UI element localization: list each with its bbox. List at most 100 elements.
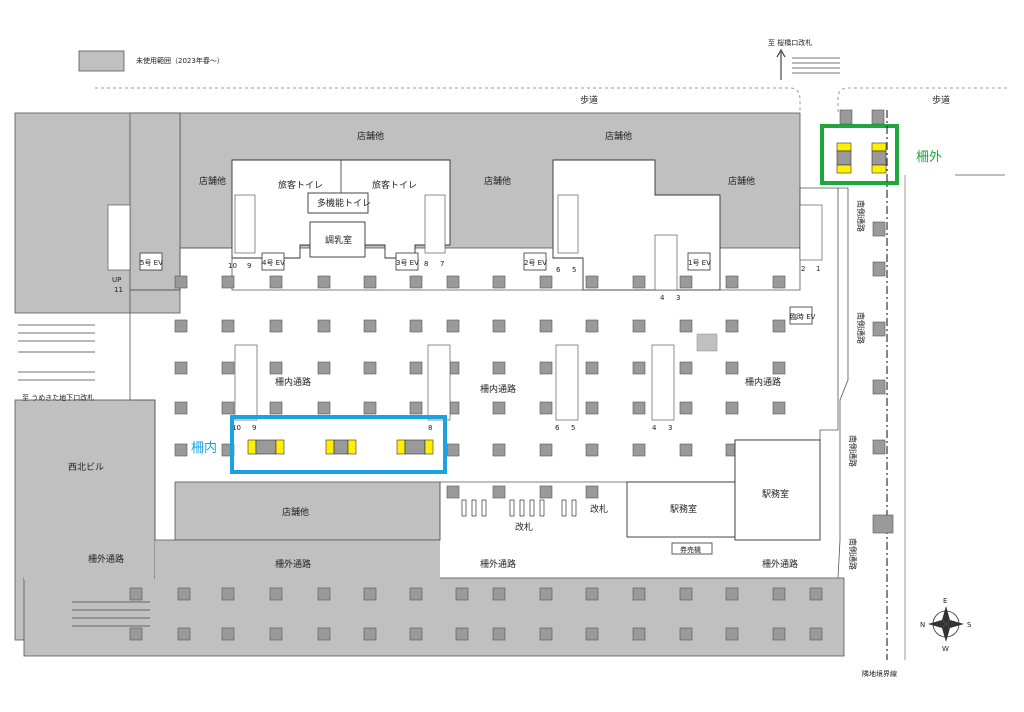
ev-label-3: 3号 EV	[396, 259, 419, 267]
outer-passage-label-4: 柵外通路	[762, 558, 798, 570]
pillar	[585, 319, 599, 333]
pillar	[725, 401, 739, 415]
pillar	[446, 485, 460, 499]
pillar	[221, 587, 235, 601]
stair-top-west	[107, 194, 823, 291]
shops-label-5: 店舗他	[728, 175, 755, 187]
arrow-up-icon	[776, 48, 786, 80]
pillar	[679, 587, 693, 601]
pillar	[539, 401, 553, 415]
pillar	[585, 627, 599, 641]
stairs-southwest	[72, 601, 150, 627]
pillar	[221, 319, 235, 333]
pillar	[409, 627, 423, 641]
inner-stair-num-3: 3	[668, 424, 672, 432]
stair-num-2: 2	[801, 265, 805, 273]
pillar	[221, 275, 235, 289]
pillar	[409, 275, 423, 289]
sidewalk-right-label: 歩道	[932, 94, 950, 106]
pillar	[679, 319, 693, 333]
pillar	[174, 319, 188, 333]
pillar	[363, 275, 377, 289]
pillar	[772, 627, 786, 641]
pillar	[585, 443, 599, 457]
shops-label-3: 店舗他	[199, 175, 226, 187]
pillar	[585, 275, 599, 289]
stair-num-5: 5	[572, 266, 576, 274]
pillar	[409, 319, 423, 333]
station-office-1-box	[626, 481, 736, 538]
pillar	[317, 361, 331, 375]
pillar	[632, 587, 646, 601]
compass-n: N	[920, 621, 925, 629]
ticket-machine-box	[671, 542, 713, 555]
stair-num-4: 4	[660, 294, 665, 302]
stair-up: UP	[112, 276, 121, 284]
compass-s: S	[967, 621, 972, 629]
pillar	[363, 319, 377, 333]
pillar	[455, 587, 469, 601]
pillar	[679, 401, 693, 415]
south-passage-label-1: 南側通路	[856, 200, 866, 232]
pillar	[539, 319, 553, 333]
pillar	[539, 275, 553, 289]
pillar	[177, 587, 191, 601]
south-passage-wall	[837, 187, 849, 579]
crosswalk-top	[792, 57, 840, 74]
pillar	[363, 587, 377, 601]
pillar	[129, 587, 143, 601]
pillar	[174, 275, 188, 289]
pillar	[446, 319, 460, 333]
pillar	[269, 275, 283, 289]
pillar	[446, 275, 460, 289]
pillar	[679, 361, 693, 375]
unused-area-sw-passage	[155, 540, 440, 580]
pillar	[725, 319, 739, 333]
pillar	[269, 587, 283, 601]
pillar	[409, 587, 423, 601]
ev-label-5: 5号 EV	[140, 259, 163, 267]
pillar	[539, 443, 553, 457]
compass-e: E	[943, 597, 947, 605]
east-pillars	[839, 109, 894, 534]
pillar	[492, 627, 506, 641]
south-passage-label-2: 南側通路	[856, 312, 866, 344]
toilet-label-2: 旅客トイレ	[372, 179, 417, 191]
pillar	[492, 485, 506, 499]
pillar	[809, 627, 823, 641]
compass-icon: E W N S	[920, 597, 972, 653]
inside-gate-markers	[247, 439, 434, 455]
south-passage-label-3: 南側通路	[848, 435, 858, 467]
pillar	[539, 485, 553, 499]
gate-barriers	[461, 499, 577, 517]
south-passage-label-4: 南側通路	[848, 538, 858, 570]
inner-stair-num-5: 5	[571, 424, 575, 432]
stair-num-8: 8	[424, 260, 428, 268]
pillar	[317, 587, 331, 601]
pillar	[221, 401, 235, 415]
outside-gate-markers	[836, 142, 887, 174]
legend-swatch	[78, 50, 125, 72]
shops-label-6: 店舗他	[282, 506, 309, 518]
pillar	[317, 401, 331, 415]
pillar	[129, 627, 143, 641]
stair-num-7: 7	[440, 260, 444, 268]
ev-boxes	[139, 252, 813, 325]
stair-num-11: 11	[114, 286, 123, 294]
pillar	[632, 361, 646, 375]
pillar	[772, 587, 786, 601]
gate-label-2: 改札	[590, 503, 608, 515]
pillar	[632, 627, 646, 641]
pillar	[317, 319, 331, 333]
pillar	[725, 627, 739, 641]
pillar	[269, 401, 283, 415]
sidewalk-top-edge	[95, 87, 801, 112]
inner-stair-num-9: 9	[252, 424, 256, 432]
outer-passage-label-3: 柵外通路	[480, 558, 516, 570]
pillar	[174, 401, 188, 415]
ev-label-1: 1号 EV	[688, 259, 711, 267]
gate-label-1: 改札	[515, 521, 533, 533]
stair-num-9: 9	[247, 262, 251, 270]
pillar	[317, 627, 331, 641]
pillar	[772, 275, 786, 289]
